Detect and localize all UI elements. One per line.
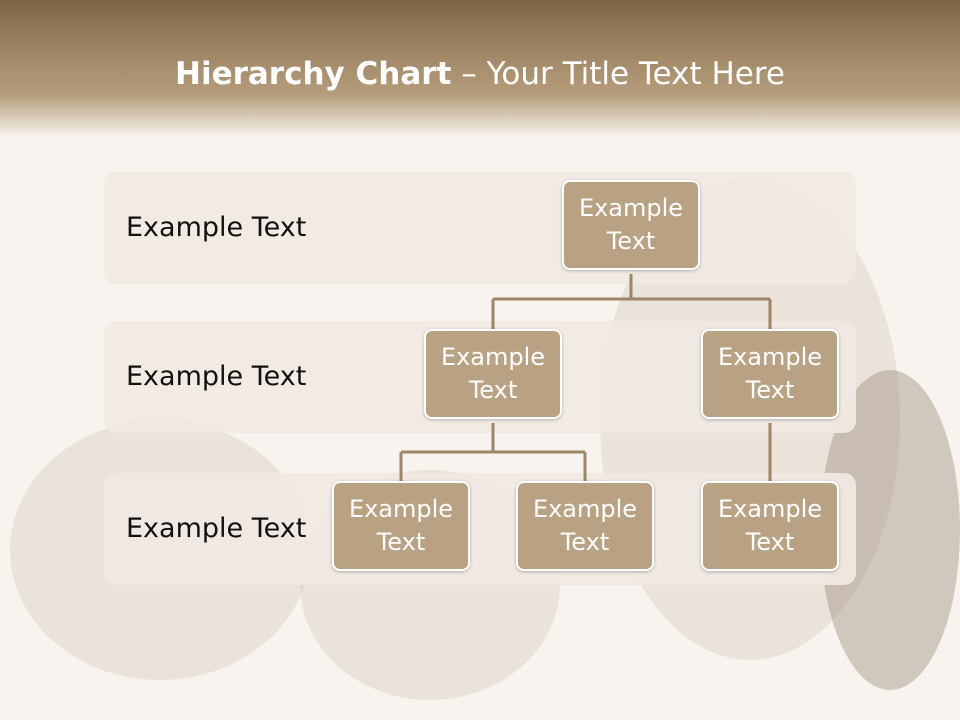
node-root[interactable]: Example Text (562, 180, 700, 270)
level-band-1: Example Text (104, 172, 856, 284)
node-level3-b[interactable]: Example Text (516, 481, 654, 571)
level-label-2: Example Text (126, 361, 307, 392)
node-level3-c[interactable]: Example Text (701, 481, 839, 571)
node-level3-a[interactable]: Example Text (332, 481, 470, 571)
level-label-1: Example Text (126, 212, 307, 243)
level-label-3: Example Text (126, 513, 307, 544)
title-separator: – (451, 56, 487, 92)
title-rest: Your Title Text Here (486, 56, 785, 92)
title-banner (0, 0, 960, 135)
slide-title: Hierarchy Chart – Your Title Text Here (0, 56, 960, 92)
title-bold: Hierarchy Chart (175, 56, 452, 92)
node-level2-right[interactable]: Example Text (701, 329, 839, 419)
node-level2-left[interactable]: Example Text (424, 329, 562, 419)
